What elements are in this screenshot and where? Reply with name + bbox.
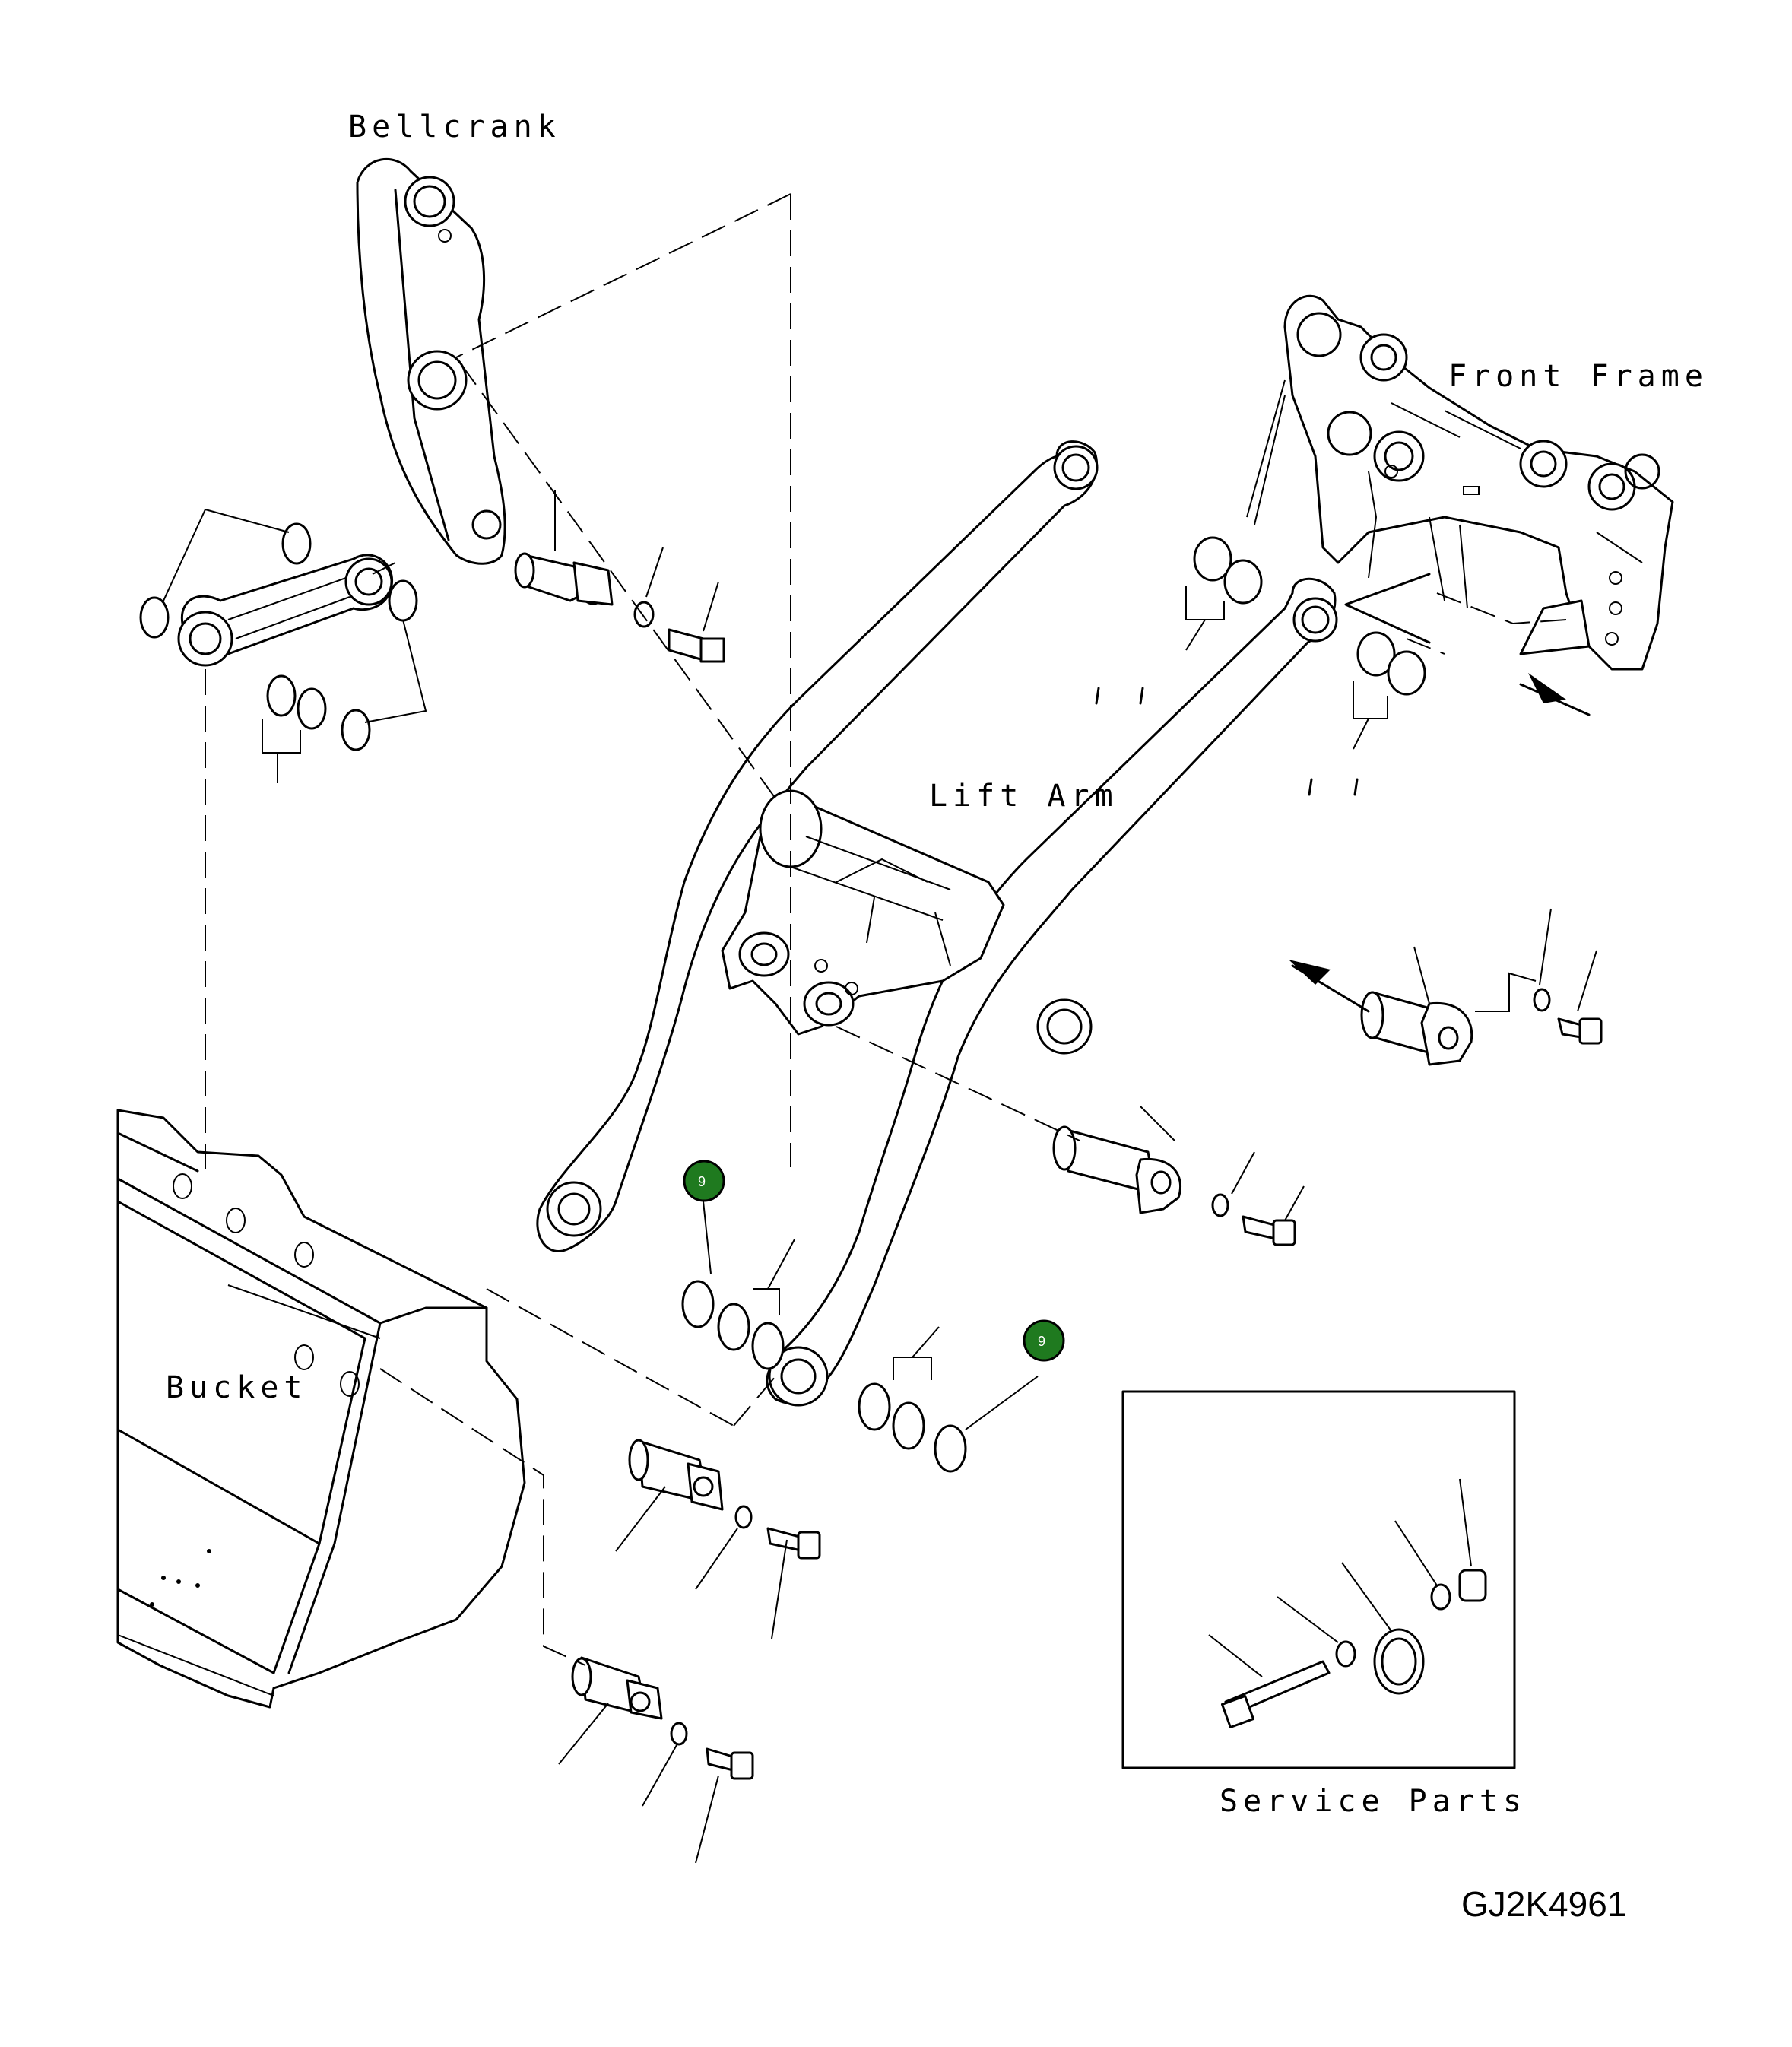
guide-lines (205, 193, 1567, 1666)
front-frame-shims (1185, 536, 1426, 750)
link-shims (139, 509, 427, 783)
callout-number: 9 (1038, 1334, 1045, 1349)
drawing-code: GJ2K4961 (1461, 1884, 1626, 1924)
front-frame (1246, 294, 1674, 671)
bucket-pin-lower (558, 1656, 754, 1864)
bucket-label: Bucket (166, 1370, 308, 1405)
arrows (1289, 573, 1591, 1013)
service-parts-label: Service Parts (1220, 1784, 1527, 1819)
comma-marks (1095, 687, 1359, 796)
callout-badge-2[interactable]: 9 (1023, 1319, 1065, 1362)
lift-arm-shims (681, 1201, 1039, 1473)
service-parts-box (1121, 1390, 1516, 1769)
bucket-link (177, 554, 393, 667)
bellcrank-label: Bellcrank (348, 109, 561, 144)
lift-arm-pin-lower (1052, 1106, 1305, 1246)
bucket-pin-upper (615, 1439, 821, 1639)
bucket (116, 1109, 526, 1709)
front-frame-label: Front Frame (1448, 359, 1708, 394)
bellcrank (356, 158, 506, 565)
bellcrank-pin (514, 490, 725, 663)
lift-arm (536, 440, 1338, 1407)
lift-arm-label: Lift Arm (929, 779, 1118, 814)
callout-number: 9 (698, 1174, 706, 1189)
lift-arm-pin-upper (1360, 908, 1603, 1066)
callout-badge-1[interactable]: 9 (683, 1160, 725, 1202)
